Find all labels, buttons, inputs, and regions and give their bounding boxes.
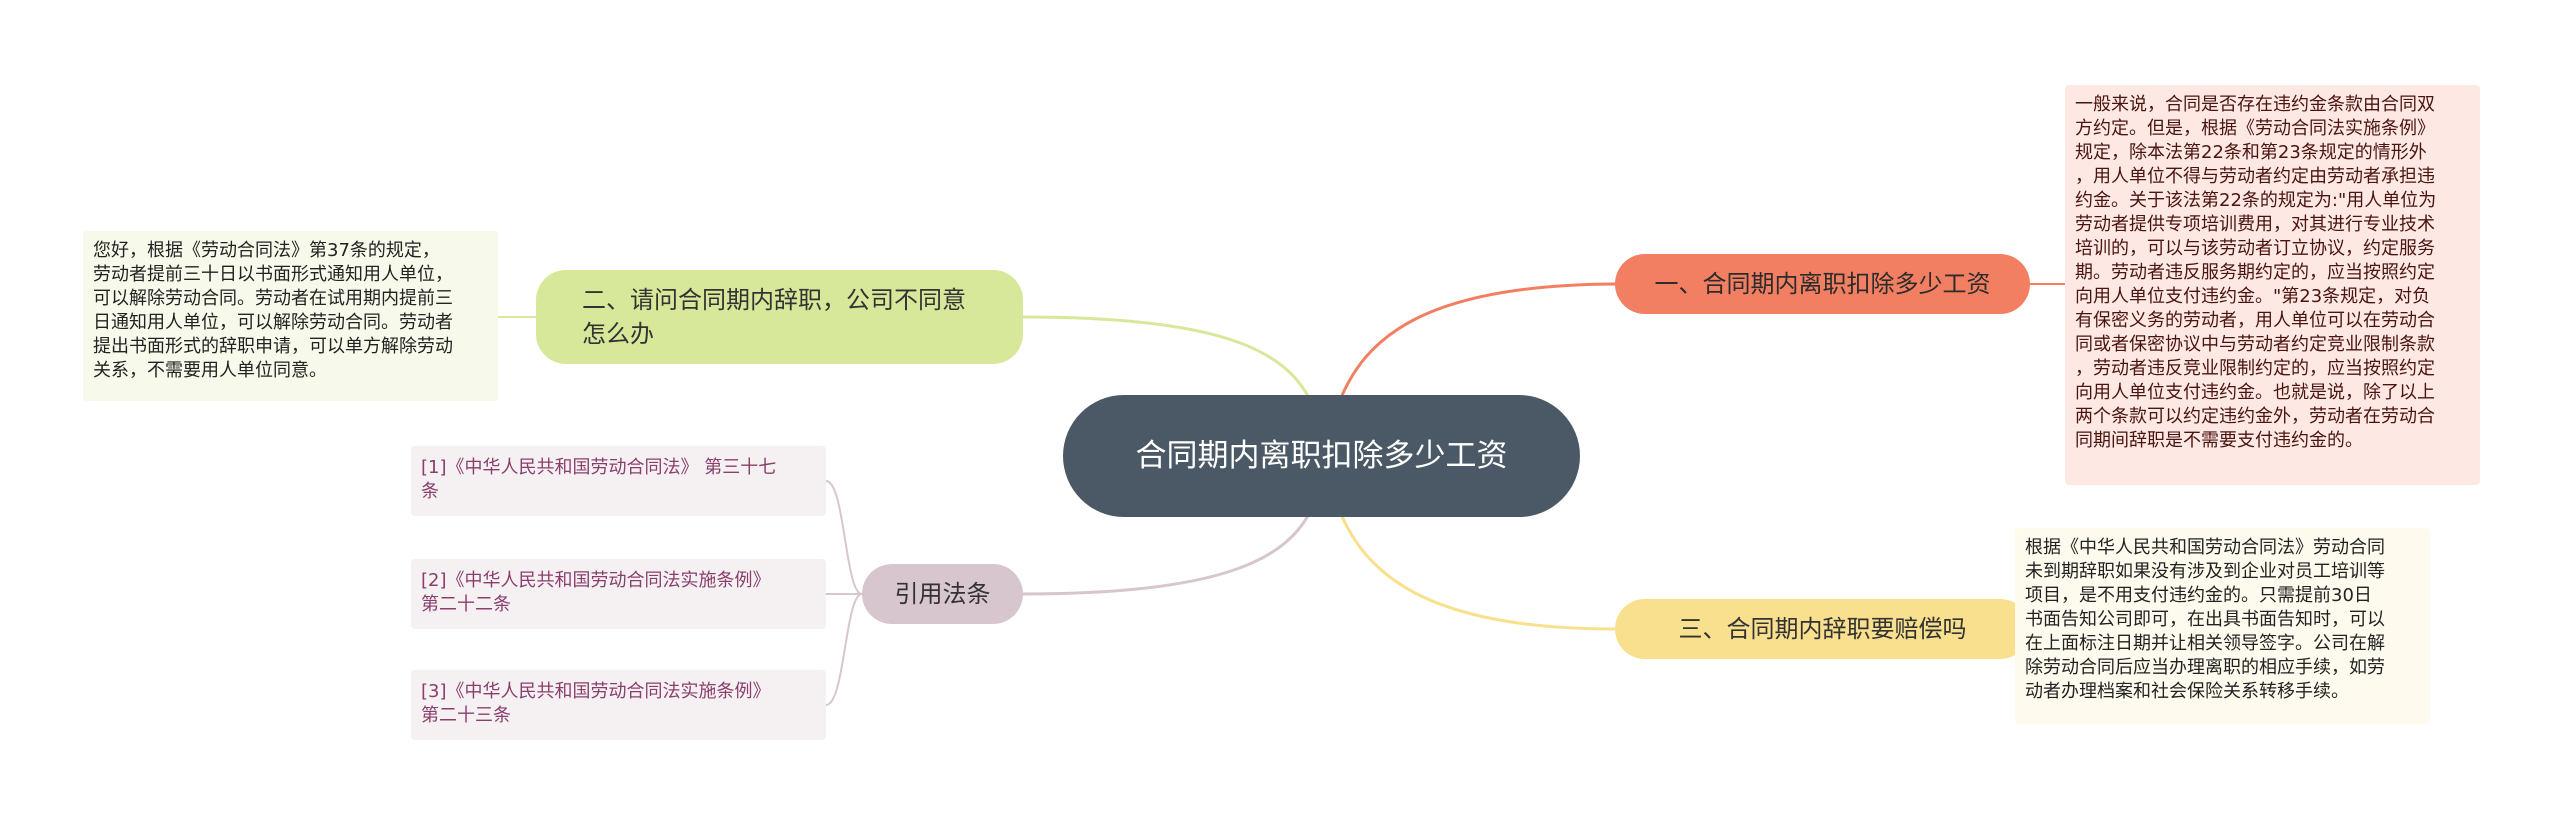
leaf-note-branch-1[interactable]: 一般来说，合同是否存在违约金条款由合同双 方约定。但是，根据《劳动合同法实施条例… xyxy=(2065,85,2480,485)
leaf-note-branch-3[interactable]: 根据《中华人民共和国劳动合同法》劳动合同 未到期辞职如果没有涉及到企业对员工培训… xyxy=(2015,528,2430,724)
branch-node-1[interactable]: 一、合同期内离职扣除多少工资 xyxy=(1615,254,2030,314)
branch-3-label: 三、合同期内辞职要赔偿吗 xyxy=(1678,615,1967,643)
reference-item-3[interactable]: [3]《中华人民共和国劳动合同法实施条例》 第二十三条 xyxy=(411,670,826,740)
branch-node-references[interactable]: 引用法条 xyxy=(862,564,1023,624)
link-center-branch4 xyxy=(1022,511,1312,596)
branch-node-2[interactable]: 二、请问合同期内辞职，公司不同意怎么办 xyxy=(536,270,1023,364)
branch-references-label: 引用法条 xyxy=(894,580,991,608)
reference-item-2[interactable]: [2]《中华人民共和国劳动合同法实施条例》 第二十二条 xyxy=(411,559,826,629)
link-center-branch2 xyxy=(1022,315,1312,401)
branch-node-3[interactable]: 三、合同期内辞职要赔偿吗 xyxy=(1615,599,2030,659)
reference-item-1[interactable]: [1]《中华人民共和国劳动合同法》 第三十七 条 xyxy=(411,446,826,516)
central-topic-label: 合同期内离职扣除多少工资 xyxy=(1135,438,1508,474)
branch-1-label: 一、合同期内离职扣除多少工资 xyxy=(1654,270,1991,298)
branch-2-label: 二、请问合同期内辞职，公司不同意怎么办 xyxy=(582,286,966,348)
central-topic[interactable]: 合同期内离职扣除多少工资 xyxy=(1063,395,1580,517)
link-ref3 xyxy=(825,593,863,706)
leaf-note-branch-2[interactable]: 您好，根据《劳动合同法》第37条的规定， 劳动者提前三十日以书面形式通知用人单位… xyxy=(83,231,498,401)
link-ref1 xyxy=(825,480,863,595)
link-center-branch1 xyxy=(1338,282,1616,401)
link-center-branch3 xyxy=(1338,511,1616,631)
